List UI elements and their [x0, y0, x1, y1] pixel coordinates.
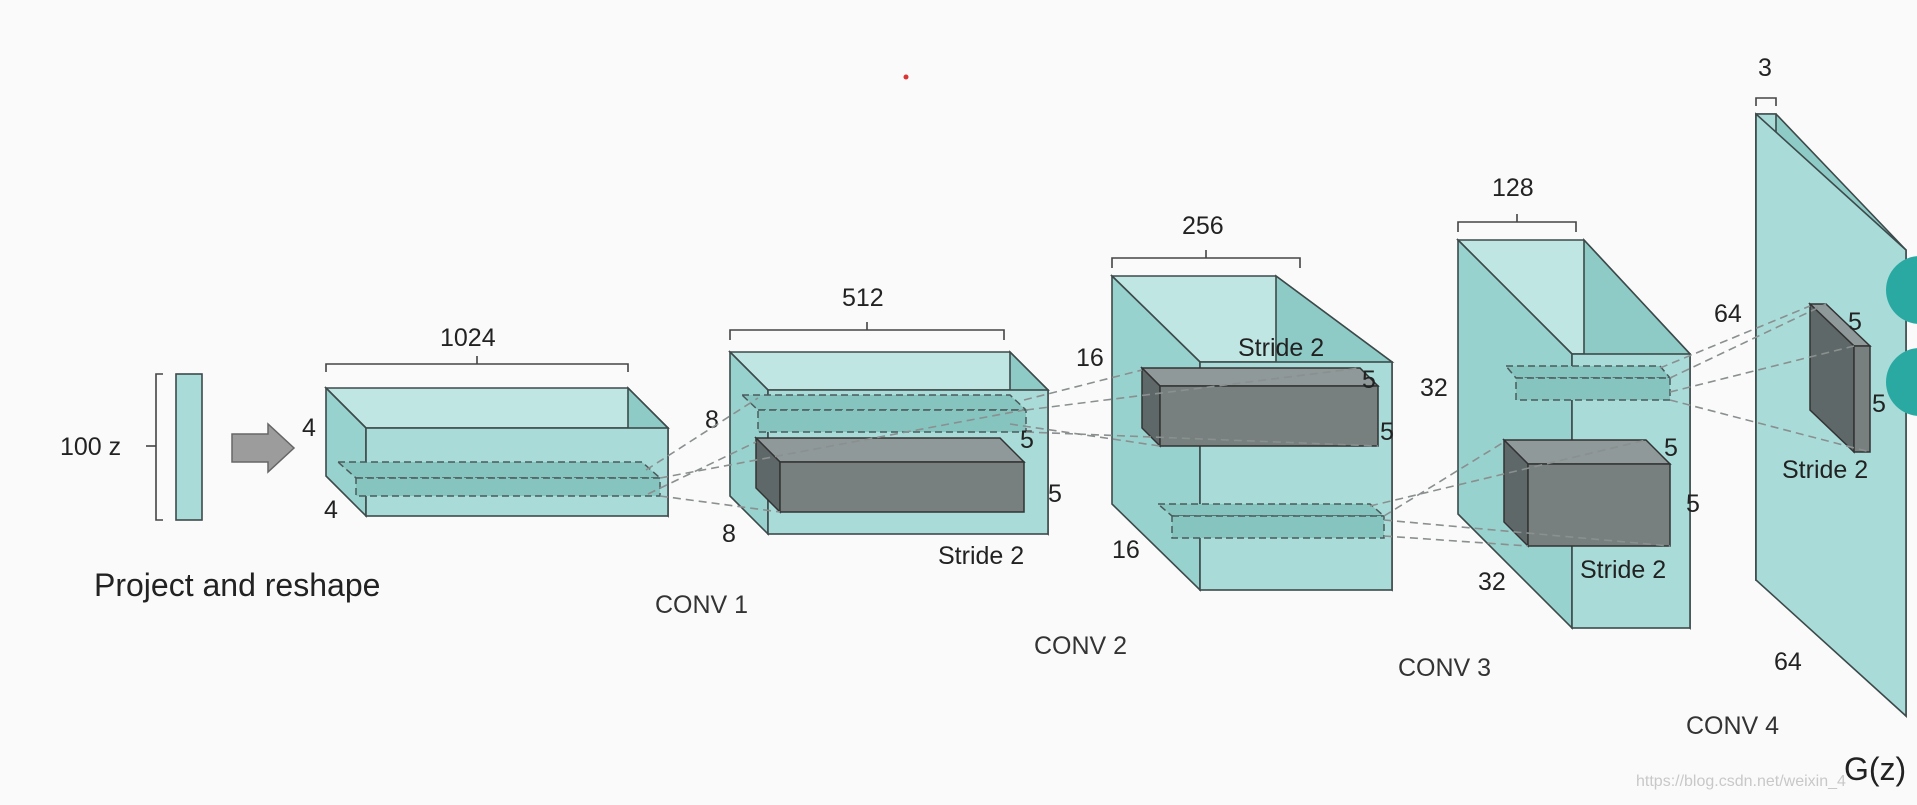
- vol0-top: [324, 387, 670, 429]
- width-label-32: 32: [1478, 568, 1506, 596]
- volume-32x32x128: [1456, 214, 1692, 631]
- vol0-slab-top: [336, 461, 662, 479]
- vol2-slab-top: [1155, 503, 1387, 517]
- stride-label-3: Stride 2: [1580, 556, 1666, 584]
- conv3-label: CONV 3: [1398, 654, 1491, 682]
- vol2-kernel-front: [1159, 385, 1379, 447]
- vol1-kernel-top: [754, 437, 1026, 463]
- proj-line: [647, 441, 757, 495]
- proj-line: [1383, 519, 1671, 547]
- vol1-brace: [729, 329, 1005, 340]
- height-label-32: 32: [1420, 374, 1448, 402]
- vol1-top: [728, 351, 1050, 391]
- vol1-kernel-front: [779, 461, 1025, 513]
- proj-line: [1669, 345, 1855, 393]
- stride-label-4: Stride 2: [1782, 456, 1868, 484]
- vol1-slab-front: [757, 409, 1027, 433]
- side-widget-2[interactable]: [1886, 348, 1917, 416]
- proj-line: [1659, 305, 1811, 369]
- watermark: https://blog.csdn.net/weixin_4: [1636, 773, 1846, 790]
- side-widget-1[interactable]: [1886, 256, 1917, 324]
- proj-line: [1383, 441, 1505, 517]
- vol0-brace: [325, 363, 629, 372]
- conv2-label: CONV 2: [1034, 632, 1127, 660]
- proj-line: [659, 409, 1025, 479]
- vol0-slab-front: [355, 477, 661, 497]
- width-label-64: 64: [1774, 648, 1802, 676]
- kernel-label-5f: 5: [1686, 490, 1700, 518]
- vol1-slab-top: [740, 394, 1028, 411]
- volume-8x8x512: [728, 322, 1050, 536]
- volume-64x64x3: [1755, 97, 1907, 718]
- proj-line: [1383, 535, 1529, 547]
- vol3-brace: [1457, 221, 1577, 232]
- kernel-label-5e: 5: [1664, 434, 1678, 462]
- z-bracket: [155, 373, 163, 521]
- kernel-label-5d: 5: [1380, 418, 1394, 446]
- volume-4x4x1024: [324, 356, 670, 518]
- kernel-label-5b: 5: [1048, 480, 1062, 508]
- vol3-kernel-front: [1527, 463, 1671, 547]
- height-label-64: 64: [1714, 300, 1742, 328]
- vol3-slab-top: [1504, 365, 1672, 379]
- z-vector-bar: [175, 373, 203, 521]
- project-arrow: [231, 422, 296, 474]
- vol2-slab-front: [1171, 515, 1385, 539]
- conv4-label: CONV 4: [1686, 712, 1779, 740]
- kernel-label-5a: 5: [1020, 426, 1034, 454]
- depth-label-256: 256: [1182, 212, 1224, 240]
- proj-line: [1025, 367, 1361, 411]
- kernel-label-5c: 5: [1362, 366, 1376, 394]
- height-label-16: 16: [1076, 344, 1104, 372]
- vol3-slab-front: [1515, 377, 1671, 401]
- input-vector: 100 z Project and reshape: [60, 373, 380, 603]
- proj-line: [645, 397, 759, 471]
- stride-label-1: Stride 2: [938, 542, 1024, 570]
- z-label: 100 z: [60, 433, 121, 461]
- stride-label-2: Stride 2: [1238, 334, 1324, 362]
- proj-line: [1669, 303, 1827, 379]
- depth-label-512: 512: [842, 284, 884, 312]
- depth-label-128: 128: [1492, 174, 1534, 202]
- vol4-brace: [1755, 97, 1777, 106]
- project-caption: Project and reshape: [94, 567, 380, 603]
- proj-line: [1369, 439, 1647, 507]
- output-label: G(z): [1844, 751, 1906, 787]
- height-label-4: 4: [302, 414, 316, 442]
- width-label-16: 16: [1112, 536, 1140, 564]
- proj-line: [659, 495, 781, 513]
- volume-16x16x256: [1110, 250, 1395, 592]
- kernel-label-5g: 5: [1848, 308, 1862, 336]
- width-label-8: 8: [722, 520, 736, 548]
- kernel-label-5h: 5: [1872, 390, 1886, 418]
- depth-label-1024: 1024: [440, 324, 496, 352]
- projection-lines: [645, 303, 1871, 547]
- vol4-kernel-front: [1853, 345, 1871, 453]
- stray-dot: [903, 74, 909, 80]
- depth-label-3: 3: [1758, 54, 1772, 82]
- proj-line: [1025, 431, 1379, 447]
- proj-line: [1669, 399, 1871, 453]
- vol2-brace: [1111, 257, 1301, 268]
- height-label-8: 8: [705, 406, 719, 434]
- vol3-kernel-top: [1502, 439, 1672, 465]
- width-label-4: 4: [324, 496, 338, 524]
- conv1-label: CONV 1: [655, 591, 748, 619]
- proj-line: [1023, 369, 1143, 401]
